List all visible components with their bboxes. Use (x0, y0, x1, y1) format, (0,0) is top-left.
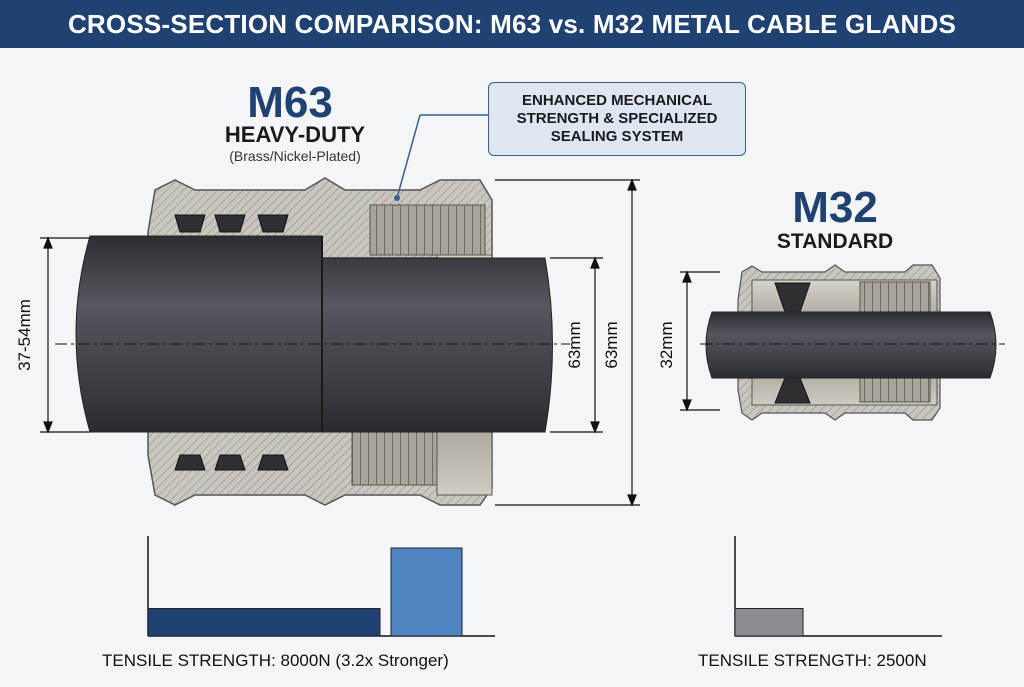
m63-tensile-chart (147, 536, 495, 637)
page-title: CROSS-SECTION COMPARISON: M63 vs. M32 ME… (67, 8, 957, 39)
m63-material: (Brass/Nickel-Plated) (229, 148, 361, 164)
m32-title: M32 (792, 183, 878, 232)
m63-subtitle: HEAVY-DUTY (224, 122, 366, 147)
m63-thread-top (369, 204, 486, 256)
header-banner: CROSS-SECTION COMPARISON: M63 vs. M32 ME… (0, 0, 1024, 48)
m32-seal-rings (774, 282, 811, 404)
m32-gland (700, 264, 1005, 421)
bar-m32 (147, 608, 381, 637)
m63-dim-inner-label: 63mm (565, 321, 584, 368)
bar-m63 (390, 547, 463, 637)
m32-tensile-caption: TENSILE STRENGTH: 2500N (698, 651, 927, 670)
m63-cable (75, 235, 553, 433)
bar-m32 (734, 608, 804, 637)
m32-subtitle: STANDARD (776, 230, 894, 253)
m63-dimensions (40, 178, 640, 507)
m63-gland (55, 177, 570, 506)
m63-dim-cable-label: 37-54mm (15, 299, 34, 371)
m63-seal-rings (174, 214, 289, 471)
m63-dim-outer-label: 63mm (602, 321, 621, 368)
callout-leader-diag (396, 114, 421, 199)
callout-leader-dot (394, 195, 400, 201)
feature-callout-box: ENHANCED MECHANICAL STRENGTH & SPECIALIZ… (488, 82, 746, 156)
m63-tensile-caption: TENSILE STRENGTH: 8000N (3.2x Stronger) (102, 651, 449, 670)
m63-title: M63 (247, 78, 333, 127)
m32-dim-cable-label: 32mm (657, 321, 676, 368)
m32-dimensions (680, 270, 720, 412)
feature-callout-text: ENHANCED MECHANICAL STRENGTH & SPECIALIZ… (516, 92, 718, 145)
m32-tensile-chart (734, 536, 942, 637)
m32-cable (705, 311, 997, 379)
